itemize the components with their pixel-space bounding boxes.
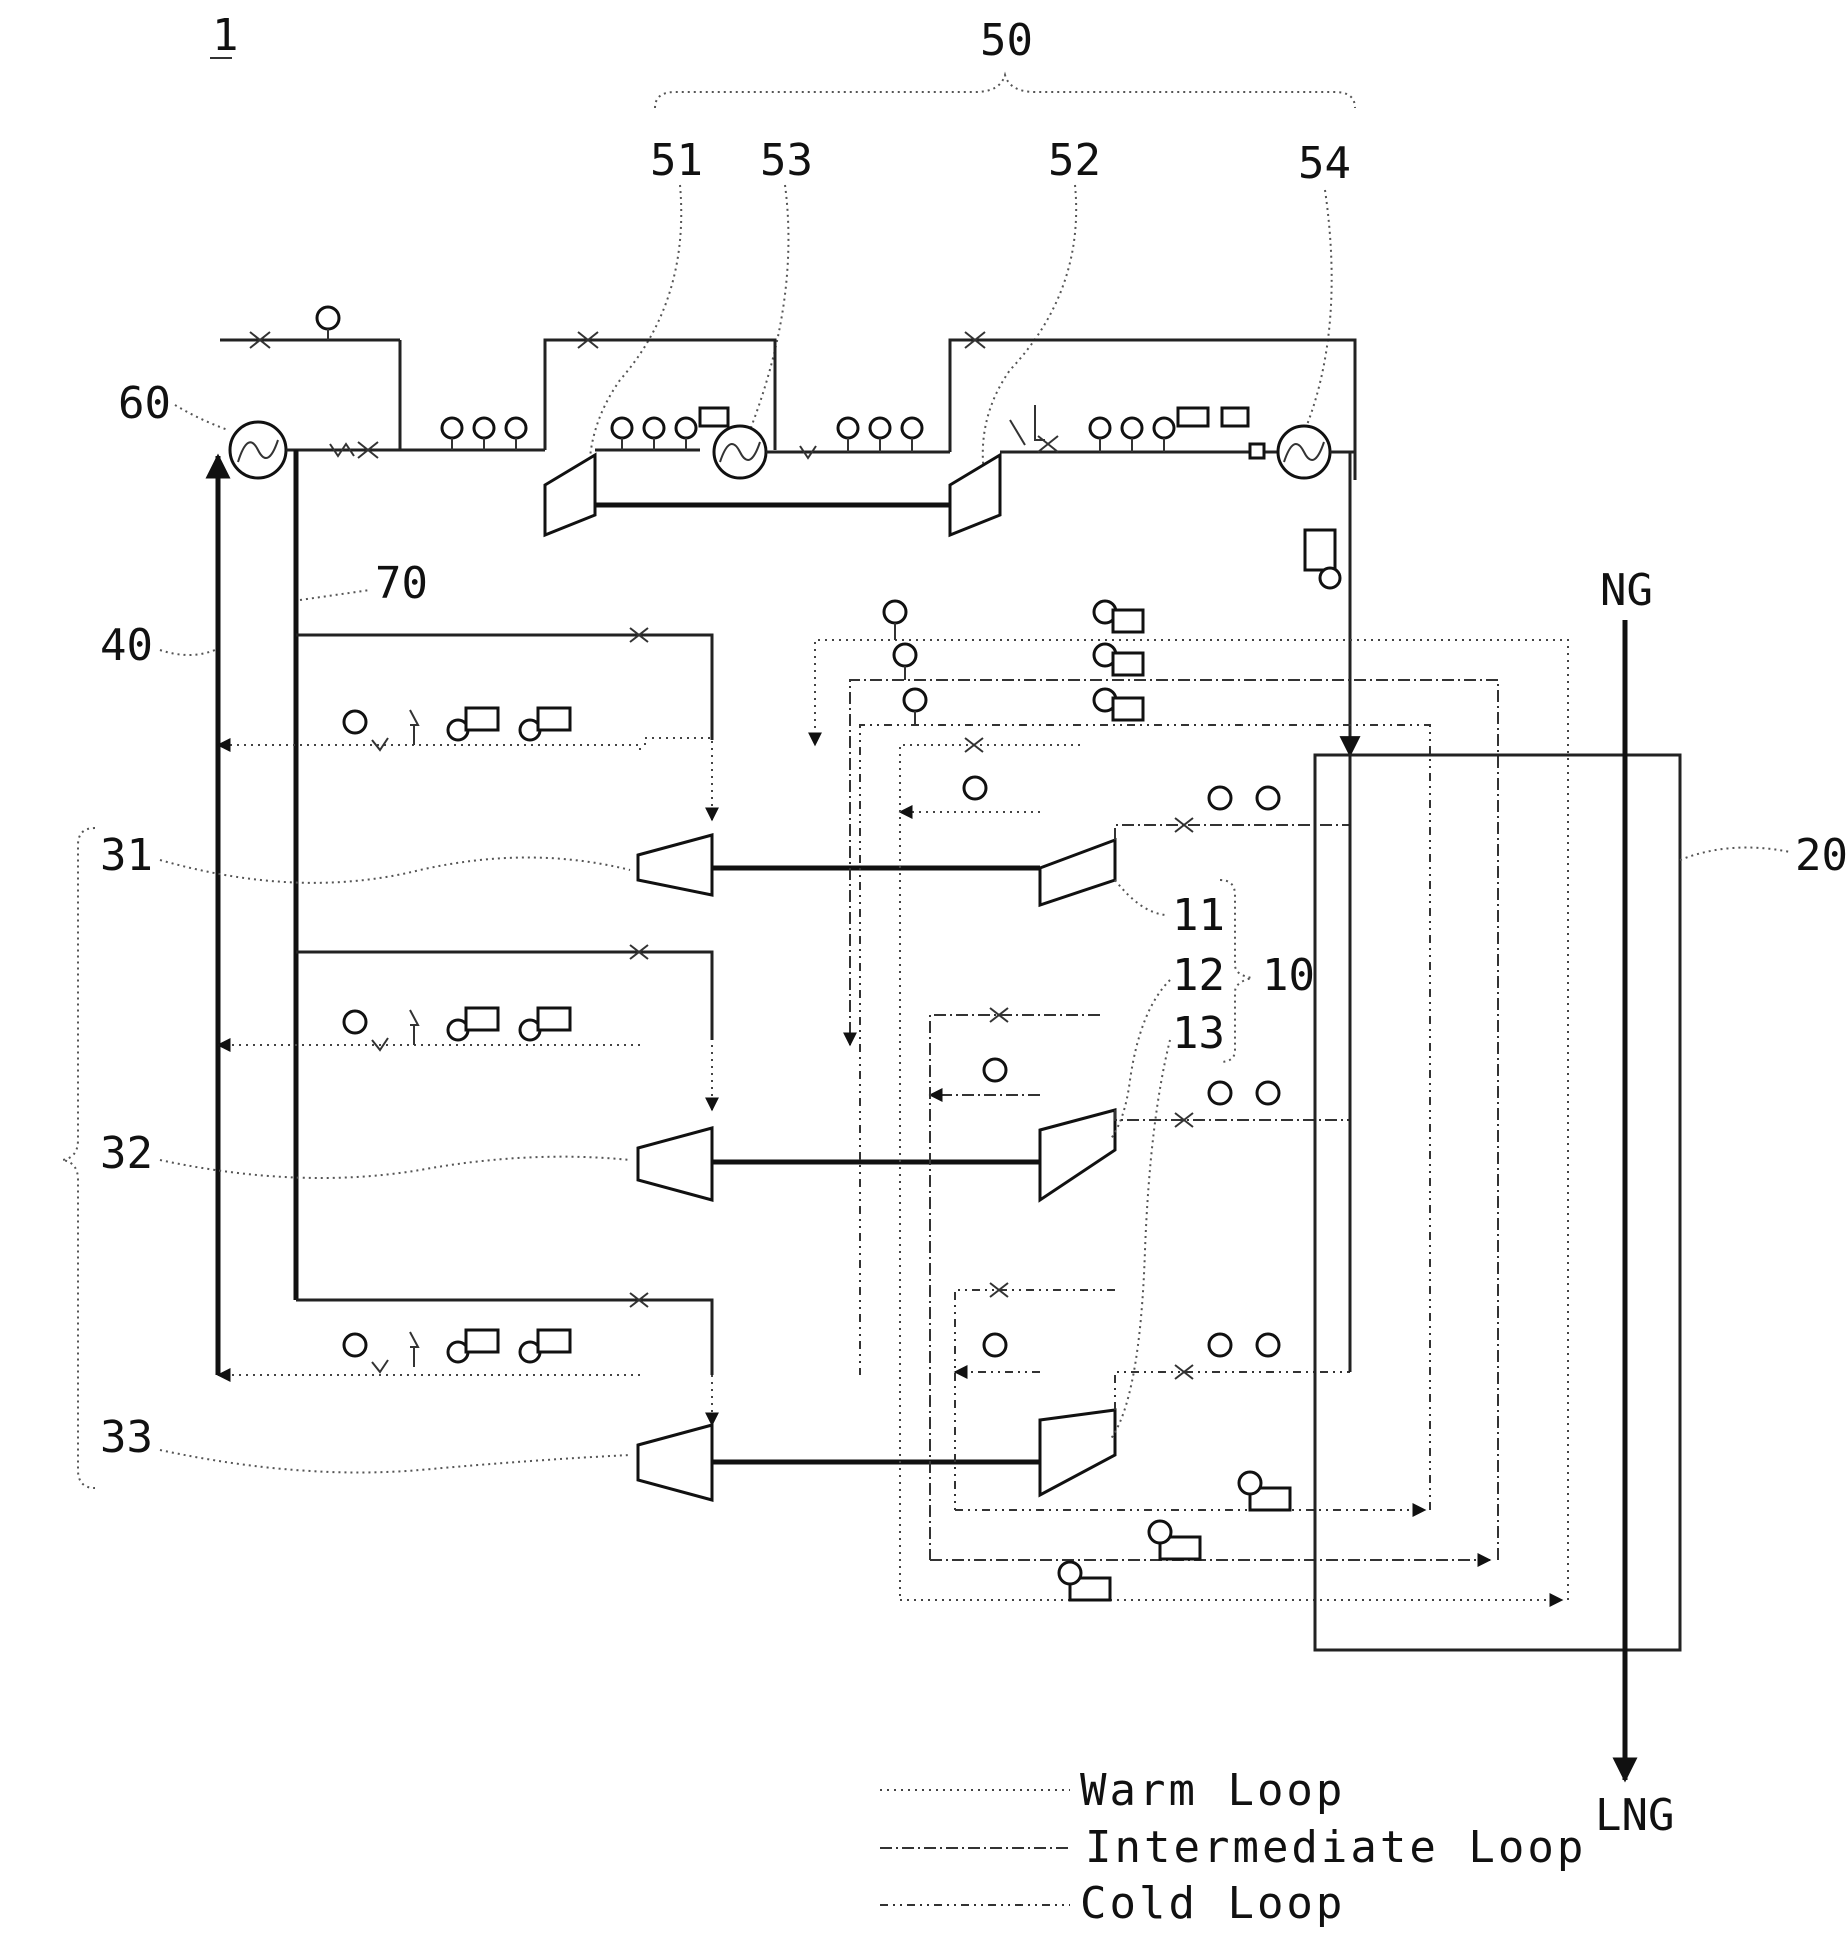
compressor-group-brace bbox=[655, 75, 1355, 108]
check-valve-icon bbox=[330, 444, 354, 456]
gauge-cluster bbox=[612, 408, 728, 450]
label-33: 33 bbox=[100, 1412, 153, 1463]
label-12: 12 bbox=[1172, 950, 1225, 1001]
instrument-row-32 bbox=[344, 1008, 570, 1050]
leader-51 bbox=[589, 185, 681, 485]
legend-cold-label: Cold Loop bbox=[1080, 1878, 1345, 1929]
compressor-52-icon bbox=[950, 455, 1000, 535]
compressor-group-label: 50 bbox=[980, 15, 1033, 66]
leader-53 bbox=[750, 185, 788, 430]
legend-warm-label: Warm Loop bbox=[1080, 1765, 1345, 1816]
figure-ref-label: 1 bbox=[212, 10, 239, 61]
turbine-12-icon bbox=[1040, 1110, 1115, 1200]
relief-valve-icon bbox=[1010, 405, 1045, 445]
turbine-13-icon bbox=[1040, 1410, 1115, 1495]
gauge-cluster bbox=[442, 418, 526, 450]
instrument-cluster-cold-box bbox=[884, 601, 1143, 725]
leader-40 bbox=[160, 650, 215, 655]
leader-54 bbox=[1305, 190, 1332, 430]
instrument-row-31 bbox=[344, 708, 570, 750]
label-70: 70 bbox=[375, 558, 428, 609]
compressor-set-brace bbox=[62, 828, 95, 1488]
ng-label: NG bbox=[1600, 565, 1653, 616]
gauge-icon bbox=[317, 307, 339, 329]
label-40: 40 bbox=[100, 620, 153, 671]
gauge-cluster bbox=[838, 418, 922, 452]
compressor-32-icon bbox=[638, 1128, 712, 1200]
leader-12 bbox=[1110, 980, 1170, 1140]
leader-70 bbox=[300, 590, 370, 600]
label-32: 32 bbox=[100, 1128, 153, 1179]
label-54: 54 bbox=[1298, 138, 1351, 189]
label-52: 52 bbox=[1048, 135, 1101, 186]
compressor-33-icon bbox=[638, 1425, 712, 1500]
return-31 bbox=[218, 745, 640, 750]
legend-intermediate-label: Intermediate Loop bbox=[1085, 1822, 1586, 1873]
compressor-31-icon bbox=[638, 835, 712, 895]
leader-31 bbox=[160, 858, 630, 883]
label-13: 13 bbox=[1172, 1008, 1225, 1059]
warm-loop-feed bbox=[815, 640, 1568, 1600]
leader-11 bbox=[1115, 880, 1165, 915]
compressor-51-icon bbox=[545, 455, 595, 535]
filter-icon bbox=[1250, 444, 1264, 458]
valve-icon bbox=[1038, 436, 1058, 452]
leader-32 bbox=[160, 1157, 630, 1178]
label-11: 11 bbox=[1172, 890, 1225, 941]
label-53: 53 bbox=[760, 135, 813, 186]
label-60: 60 bbox=[118, 378, 171, 429]
gauge-cluster bbox=[1090, 408, 1248, 452]
leader-33 bbox=[160, 1450, 630, 1473]
lng-label: LNG bbox=[1595, 1790, 1674, 1841]
instrument-row-33 bbox=[344, 1330, 570, 1372]
turbine-11-icon bbox=[1040, 840, 1115, 905]
label-51: 51 bbox=[650, 135, 703, 186]
leader-13 bbox=[1110, 1040, 1170, 1440]
legend: Warm Loop Intermediate Loop Cold Loop bbox=[880, 1765, 1586, 1929]
label-31: 31 bbox=[100, 830, 153, 881]
leader-52 bbox=[983, 185, 1076, 480]
leader-20 bbox=[1680, 848, 1790, 861]
label-20: 20 bbox=[1795, 830, 1847, 881]
leader-60 bbox=[175, 405, 228, 430]
turbine-group-label: 10 bbox=[1262, 950, 1315, 1001]
separator-icon bbox=[1305, 530, 1335, 570]
cold-loop-feed bbox=[860, 725, 1430, 1510]
